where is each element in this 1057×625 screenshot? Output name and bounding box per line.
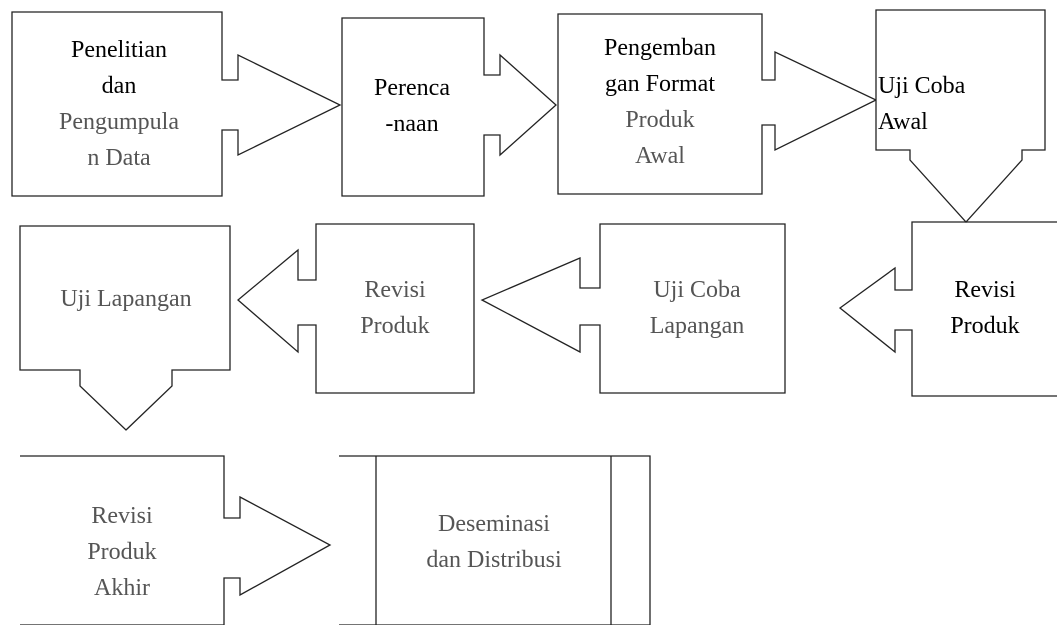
step-1-line-4: n Data [87, 145, 151, 171]
step-5-line-1: Revisi [954, 277, 1016, 303]
step-1-line-2: dan [101, 73, 137, 99]
step-5-line-2: Produk [950, 313, 1020, 339]
step-5-arrow-shape [838, 221, 1057, 397]
step-6-line-2: Lapangan [649, 313, 745, 339]
step-10-label: Deseminasi dan Distribusi [380, 500, 608, 584]
step-10-box-shape [339, 455, 651, 625]
step-1-arrow-shape [11, 11, 342, 197]
step-3-line-3: Produk [625, 107, 695, 133]
step-8-label: Uji Lapangan [24, 276, 228, 322]
step-10-line-1: Deseminasi [438, 511, 550, 537]
step-5-label: Revisi Produk [920, 268, 1050, 348]
step-3-line-2: gan Format [605, 71, 715, 97]
step-9-line-1: Revisi [91, 503, 153, 529]
step-7-line-2: Produk [360, 313, 430, 339]
step-9-arrow-shape [20, 455, 332, 625]
step-3-arrow-shape [557, 13, 878, 195]
step-2-line-2: -naan [385, 111, 439, 137]
step-1-label: Penelitian dan Pengumpula n Data [24, 24, 214, 184]
step-2-label: Perenca -naan [344, 66, 480, 146]
step-3-line-1: Pengemban [604, 35, 716, 61]
step-9-label: Revisi Produk Akhir [30, 488, 214, 616]
step-6-line-1: Uji Coba [653, 277, 741, 303]
step-3-line-4: Awal [635, 143, 685, 169]
step-10-line-2: dan Distribusi [426, 547, 562, 573]
step-4-label: Uji Coba Awal [878, 66, 1008, 142]
step-8-arrow-shape [19, 225, 231, 431]
step-4-arrow-shape [875, 9, 1046, 223]
step-7-arrow-shape [236, 223, 475, 394]
step-4-line-2: Awal [878, 109, 928, 135]
step-1-line-3: Pengumpula [59, 109, 179, 135]
step-1-line-1: Penelitian [71, 37, 167, 63]
step-9-line-2: Produk [87, 539, 157, 565]
step-6-label: Uji Coba Lapangan [612, 268, 782, 348]
step-2-arrow-shape [341, 17, 557, 197]
step-9-line-3: Akhir [94, 575, 150, 601]
step-4-line-1: Uji Coba [878, 73, 966, 99]
step-2-line-1: Perenca [374, 75, 450, 101]
step-7-line-1: Revisi [364, 277, 426, 303]
step-6-arrow-shape [480, 223, 786, 394]
step-8-line-1: Uji Lapangan [60, 286, 192, 312]
step-3-label: Pengemban gan Format Produk Awal [560, 22, 760, 182]
step-7-label: Revisi Produk [320, 268, 470, 348]
